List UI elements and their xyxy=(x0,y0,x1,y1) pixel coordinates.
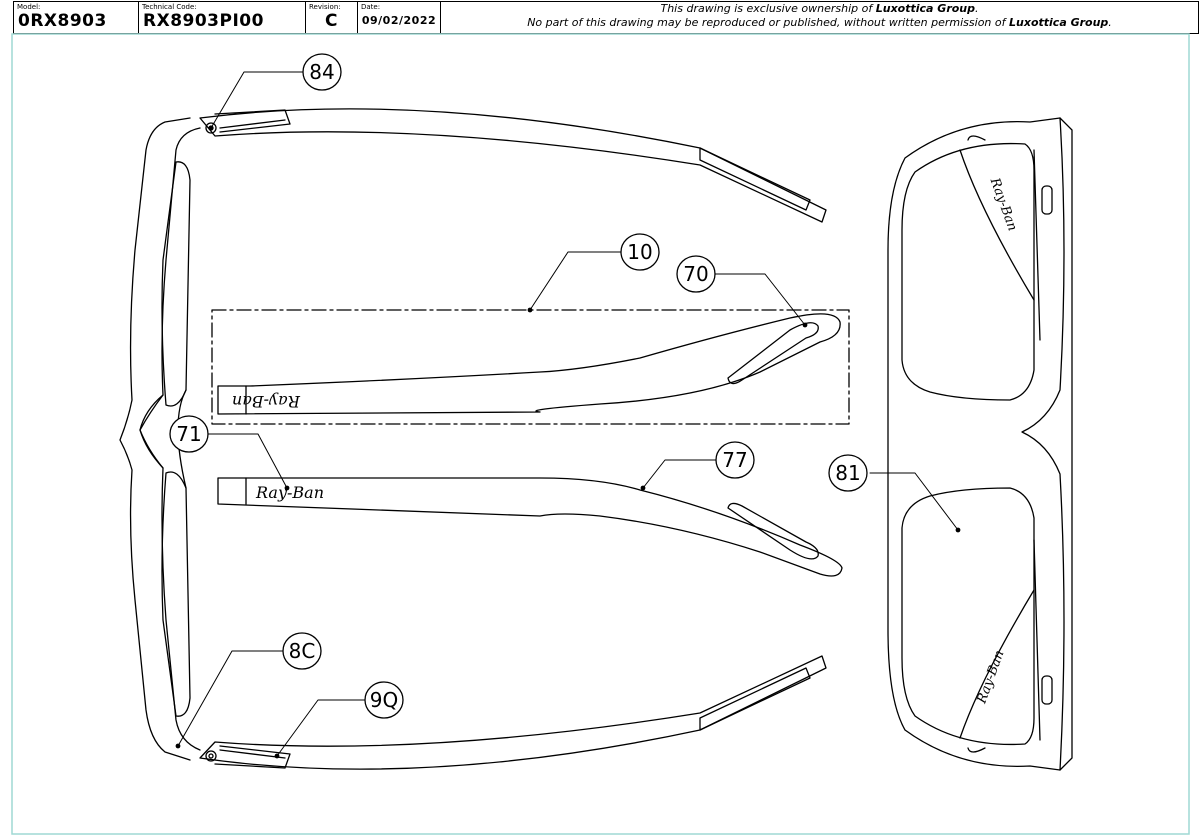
temple-side-view-detail xyxy=(211,309,850,425)
leader-lines xyxy=(177,71,959,757)
revision-label: Revision: xyxy=(309,3,341,11)
notice-line-1: This drawing is exclusive ownership of L… xyxy=(660,2,979,15)
lens-top xyxy=(901,142,1035,401)
temple-logo: Ray-Ban xyxy=(255,483,324,502)
lens-bottom xyxy=(901,487,1035,746)
callout-81: 81 xyxy=(828,454,868,492)
hinge-screw-bottom xyxy=(205,750,217,762)
svg-text:9Q: 9Q xyxy=(370,688,398,712)
drawing-border xyxy=(11,33,1190,835)
front-temple-logo-bottom: Ray-Ban xyxy=(974,648,1007,706)
callout-70: 70 xyxy=(676,255,716,293)
callout-9q: 9Q xyxy=(364,681,404,719)
temple-folded-bottom xyxy=(199,655,827,770)
svg-text:81: 81 xyxy=(835,461,860,485)
svg-text:84: 84 xyxy=(309,60,334,84)
temple-logo-mirrored: Ray-Ban xyxy=(232,392,301,411)
technical-code-label: Technical Code: xyxy=(142,3,197,11)
svg-text:8C: 8C xyxy=(289,639,316,663)
date-value: 09/02/2022 xyxy=(361,14,437,27)
model-label: Model: xyxy=(17,3,41,11)
model-value: 0RX8903 xyxy=(18,11,107,31)
frame-front-view xyxy=(887,117,1073,771)
svg-text:70: 70 xyxy=(683,262,708,286)
model-cell: Model: 0RX8903 xyxy=(13,1,139,34)
callout-bubbles: 84 10 70 71 77 81 8C 9Q xyxy=(169,53,868,719)
callout-84: 84 xyxy=(302,53,342,91)
callout-8c: 8C xyxy=(282,632,322,670)
svg-text:71: 71 xyxy=(176,422,201,446)
revision-value: C xyxy=(325,11,338,31)
callout-71: 71 xyxy=(169,415,209,453)
svg-text:10: 10 xyxy=(627,240,652,264)
callout-10: 10 xyxy=(620,233,660,271)
callout-77: 77 xyxy=(715,441,755,479)
notice-line-2: No part of this drawing may be reproduce… xyxy=(527,16,1112,29)
temple-folded-top xyxy=(199,108,827,223)
temple-side-view xyxy=(217,477,843,577)
hinge-screw-top xyxy=(205,122,217,134)
date-label: Date: xyxy=(361,3,381,11)
svg-text:77: 77 xyxy=(722,448,747,472)
technical-code-value: RX8903PI00 xyxy=(143,11,264,31)
